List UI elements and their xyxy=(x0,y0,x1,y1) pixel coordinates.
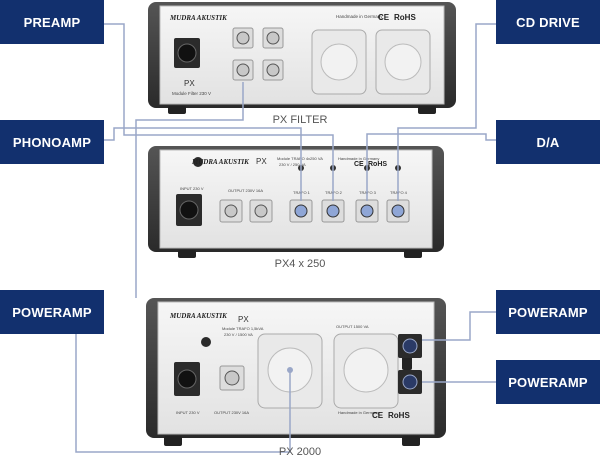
line-poweramp-right-top xyxy=(422,311,496,341)
px-filter-unit: MUDRA AKUSTIK PX Module Filter 230 V Han… xyxy=(148,2,456,114)
powercon-socket xyxy=(177,43,197,63)
px4x250-subtitle2: 230 V / 250 VA xyxy=(279,162,306,167)
caption-px4x250: PX4 x 250 xyxy=(274,258,326,270)
px2000-input: INPUT 230 V xyxy=(176,410,200,415)
px4x250-unit: MUDRA AKUSTIK PX Module TRAFO 4x250 VA 2… xyxy=(148,146,444,258)
px-filter-ce: CE xyxy=(378,13,390,22)
fuse-holder xyxy=(201,337,211,347)
filter-outlets xyxy=(232,27,284,81)
label-poweramp-left: POWERAMP xyxy=(0,290,104,334)
filter-large-sockets xyxy=(311,29,431,95)
line-da xyxy=(366,133,496,201)
output-socket-face xyxy=(254,204,268,218)
label-poweramp-right-bottom: POWERAMP xyxy=(496,360,600,404)
px4x250-output: OUTPUT 230V 16A xyxy=(228,188,263,193)
px-filter-rohs: RoHS xyxy=(394,13,416,22)
foot xyxy=(164,436,182,446)
px2000-unit: MUDRA AKUSTIK PX Module TRAFO 1,5kVA 230… xyxy=(146,298,446,446)
powercon-socket xyxy=(177,369,197,389)
px4x250-brand: MUDRA AKUSTIK xyxy=(191,158,250,166)
label-cd-drive: CD DRIVE xyxy=(496,0,600,44)
powercon-output-face xyxy=(402,338,418,354)
px2000-output: OUTPUT 230V 16A xyxy=(214,410,249,415)
line-filter-px4 xyxy=(135,82,244,298)
px4x250-handmade: Handmade in Germany xyxy=(338,156,379,161)
foot xyxy=(402,436,420,446)
px-filter-model: PX xyxy=(184,79,195,88)
px2000-model: PX xyxy=(238,315,249,324)
px-filter-brand: MUDRA AKUSTIK xyxy=(169,14,228,22)
px2000-brand: MUDRA AKUSTIK xyxy=(169,312,228,320)
connection-dot xyxy=(287,367,293,373)
px2000-handmade: Handmade in Germany xyxy=(338,410,379,415)
line-preamp xyxy=(104,23,334,201)
trafo-outputs xyxy=(289,199,410,223)
label-da: D/A xyxy=(496,120,600,164)
px4x250-rohs: RoHS xyxy=(368,161,387,168)
px2000-subtitle: Module TRAFO 1,5kVA xyxy=(222,326,264,331)
foot xyxy=(168,106,186,114)
trafo-label: TRAFO 3 xyxy=(359,190,377,195)
px2000-subtitle2: 230 V / 1500 VA xyxy=(224,332,253,337)
line-cd-drive xyxy=(397,23,496,201)
px4x250-subtitle: Module TRAFO 4x250 VA xyxy=(277,156,323,161)
px-filter-handmade: Handmade in Germany xyxy=(336,14,383,19)
px2000-large-sockets xyxy=(257,333,399,409)
trafo-label: TRAFO 1 xyxy=(293,190,311,195)
line-phonoamp xyxy=(104,127,302,201)
foot xyxy=(178,250,196,258)
caption-px2000: PX 2000 xyxy=(278,446,322,458)
fuse-holder xyxy=(193,157,203,167)
caption-px-filter: PX FILTER xyxy=(272,114,328,126)
px4x250-input: INPUT 230 V xyxy=(180,186,204,191)
foot xyxy=(404,250,422,258)
px2000-output-top: OUTPUT 1500 VA xyxy=(336,324,369,329)
px-filter-subtitle: Module Filter 230 V xyxy=(172,91,211,96)
powercon-output-face xyxy=(402,374,418,390)
label-preamp: PREAMP xyxy=(0,0,104,44)
px4x250-model: PX xyxy=(256,157,267,166)
powercon-socket xyxy=(179,200,199,220)
px4x250-panel xyxy=(159,149,433,249)
trafo-label: TRAFO 2 xyxy=(325,190,343,195)
px4x250-ce: CE xyxy=(354,161,364,168)
label-phonoamp: PHONOAMP xyxy=(0,120,104,164)
trafo-label: TRAFO 4 xyxy=(390,190,408,195)
output-socket-face xyxy=(224,204,238,218)
foot xyxy=(418,106,436,114)
label-poweramp-right-top: POWERAMP xyxy=(496,290,600,334)
px2000-rohs: RoHS xyxy=(388,411,410,420)
output-socket-face xyxy=(224,370,240,386)
px2000-ce: CE xyxy=(372,411,384,420)
